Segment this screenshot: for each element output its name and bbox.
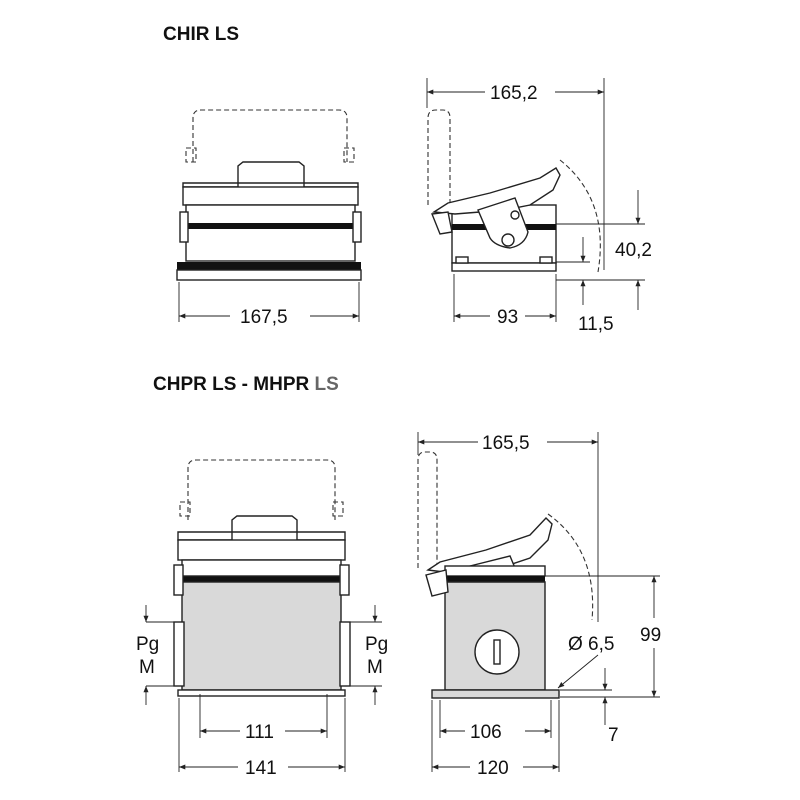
dim-label-front-outer: 141 <box>245 758 277 779</box>
section-title-suffix: LS <box>315 374 339 395</box>
dim-label-base-height-2: 7 <box>608 725 619 746</box>
dim-side-base-1: 93 <box>453 274 557 328</box>
dim-front-inner: 111 <box>199 694 328 743</box>
dim-label-height-1: 40,2 <box>615 240 652 261</box>
dim-height-1: 40,2 <box>556 190 652 310</box>
section-title-chpr-mhpr: CHPR LS - MHPR LS <box>153 374 339 395</box>
dim-front-outer: 141 <box>178 698 346 779</box>
entry-label-left-pg: Pg <box>136 634 159 655</box>
chpr-front-view <box>173 459 351 697</box>
chpr-side-view <box>417 451 594 699</box>
dim-side-outer: 120 <box>431 700 560 779</box>
dim-front-width-1: 167,5 <box>178 282 360 328</box>
dim-label-side-inner: 106 <box>470 722 502 743</box>
dim-label-front-width: 167,5 <box>240 307 288 328</box>
chir-front-view <box>176 109 362 281</box>
cable-entry-labels: Pg M Pg M <box>136 605 388 705</box>
dim-label-side-length-2: 165,5 <box>482 433 530 454</box>
dim-height-2: 99 <box>545 575 661 698</box>
dim-label-height-2: 99 <box>640 625 661 646</box>
dim-label-side-length-1: 165,2 <box>490 83 538 104</box>
dim-side-length-1: 165,2 <box>426 78 605 270</box>
section-title-chir-ls: CHIR LS <box>163 24 239 45</box>
dim-side-length-2: 165,5 <box>417 432 599 622</box>
chir-side-view <box>427 109 601 273</box>
entry-label-right-pg: Pg <box>365 634 388 655</box>
section-title-main: CHPR LS - MHPR <box>153 374 315 395</box>
dim-base-height-1: 11,5 <box>556 237 614 335</box>
dim-label-base-height-1: 11,5 <box>578 314 614 335</box>
entry-label-left-m: M <box>139 657 155 678</box>
entry-label-right-m: M <box>367 657 383 678</box>
dim-label-side-base: 93 <box>497 307 518 328</box>
dim-label-side-outer: 120 <box>477 758 509 779</box>
dim-label-hole: Ø 6,5 <box>568 634 614 655</box>
dim-label-front-inner: 111 <box>245 722 274 743</box>
dim-side-inner: 106 <box>439 700 552 743</box>
dim-hole: Ø 6,5 <box>557 634 614 689</box>
dim-base-height-2: 7 <box>560 668 619 746</box>
